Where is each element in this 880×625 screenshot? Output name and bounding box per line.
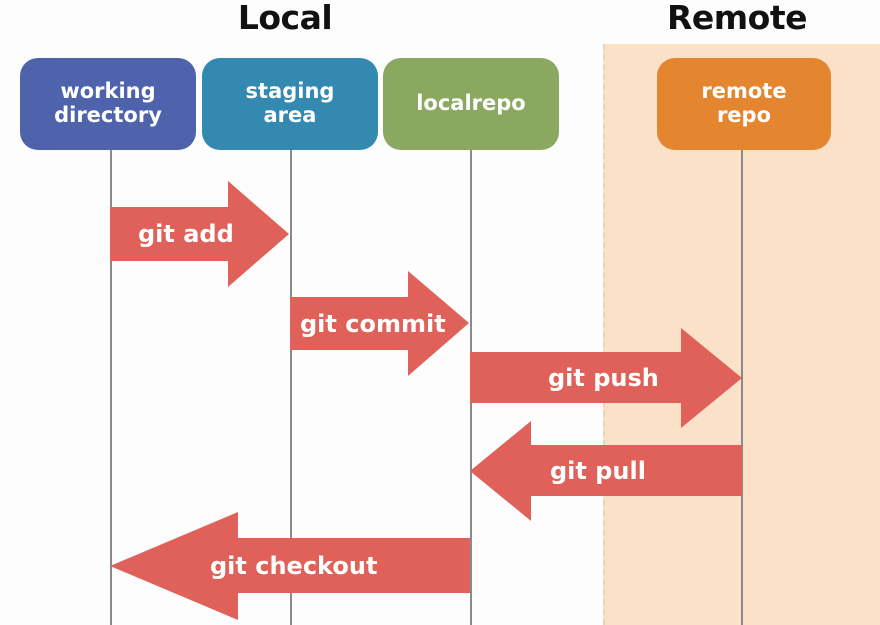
lifeline-staging-area (290, 140, 292, 625)
node-remote-repo-line2: repo (716, 103, 772, 127)
arrow-git-commit: git commit (290, 271, 469, 376)
lifeline-working-directory (110, 140, 112, 625)
node-remote-repo-line1: remote (701, 79, 787, 104)
section-heading-remote: Remote (666, 0, 808, 37)
node-remote-repo-label: remote repo (701, 80, 786, 127)
node-working-directory[interactable]: working directory (20, 58, 196, 150)
lifeline-remote-repo (741, 140, 743, 625)
node-staging-area-line2: area (263, 103, 317, 127)
node-working-directory-line1: working (60, 79, 156, 104)
node-staging-area-line1: staging (245, 79, 335, 104)
arrow-git-push: git push (470, 328, 742, 428)
arrow-git-add: git add (110, 181, 289, 287)
node-working-directory-label: working directory (54, 80, 162, 127)
arrow-git-pull: git pull (470, 421, 742, 521)
arrow-git-checkout: git checkout (110, 512, 470, 620)
node-staging-area[interactable]: staging area (202, 58, 378, 150)
node-localrepo[interactable]: localrepo (383, 58, 559, 150)
section-heading-local: Local (237, 0, 333, 37)
node-localrepo-label: localrepo (416, 91, 526, 116)
node-staging-area-label: staging area (246, 80, 335, 127)
node-remote-repo[interactable]: remote repo (657, 58, 831, 150)
node-working-directory-line2: directory (54, 103, 162, 127)
